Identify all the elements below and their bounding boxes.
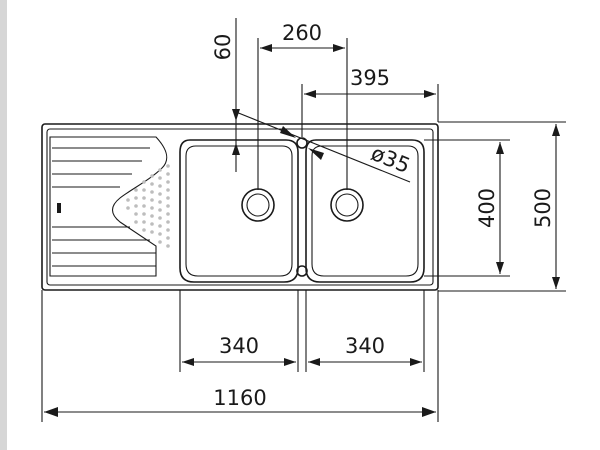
left-waste-outlet-inner bbox=[246, 193, 270, 217]
perforation-dot bbox=[158, 232, 162, 236]
drainer-mark bbox=[57, 203, 61, 213]
label-overall-depth: 500 bbox=[531, 188, 555, 228]
perforation-dot bbox=[150, 222, 154, 226]
top-dimensions bbox=[232, 18, 439, 190]
arrowhead bbox=[333, 44, 345, 52]
perforation-dot bbox=[158, 200, 162, 204]
perforation-dot bbox=[150, 174, 154, 178]
label-tap-to-edge: 395 bbox=[350, 66, 390, 90]
perforation-dot bbox=[158, 192, 162, 196]
right-bowl bbox=[305, 139, 425, 283]
perforation-dot bbox=[166, 172, 170, 176]
perforation-dot bbox=[150, 214, 154, 218]
drainer bbox=[49, 136, 170, 277]
arrowhead bbox=[552, 124, 560, 136]
label-bowl-depth: 400 bbox=[475, 188, 499, 228]
sink-inner-edge bbox=[46, 128, 434, 286]
sink-outline bbox=[41, 123, 439, 291]
overflow-hole bbox=[296, 265, 308, 277]
perforation-dot bbox=[142, 204, 146, 208]
arrowhead bbox=[424, 90, 436, 98]
perforation-dot bbox=[166, 244, 170, 248]
dimension-labels: 340 340 1160 260 395 ø35 60 400 500 bbox=[211, 21, 555, 410]
perforation-dot bbox=[166, 220, 170, 224]
arrowhead bbox=[232, 143, 240, 155]
left-bowl bbox=[179, 139, 299, 283]
perforation-dot bbox=[150, 182, 154, 186]
perforation-dot bbox=[150, 190, 154, 194]
arrowhead bbox=[182, 358, 194, 366]
perforation-dot bbox=[166, 180, 170, 184]
left-border-strip bbox=[0, 0, 7, 450]
arrowhead bbox=[260, 44, 272, 52]
perforation-dot bbox=[166, 236, 170, 240]
arrowhead bbox=[496, 262, 504, 274]
label-bowl-width-right: 340 bbox=[345, 334, 385, 358]
perforation-dot bbox=[142, 196, 146, 200]
perforation-dot bbox=[142, 188, 146, 192]
perforation-dot bbox=[134, 196, 138, 200]
perforation-dot bbox=[134, 188, 138, 192]
perforation-dot bbox=[126, 198, 130, 202]
perforation-dot bbox=[166, 204, 170, 208]
perforation-dot bbox=[126, 206, 130, 210]
perforation-dot bbox=[158, 216, 162, 220]
arrowhead bbox=[44, 407, 58, 417]
label-tap-offset: 260 bbox=[282, 21, 322, 45]
perforation-dot bbox=[134, 212, 138, 216]
arrowhead bbox=[280, 126, 296, 138]
drainer-perforations bbox=[126, 164, 170, 248]
perforation-dot bbox=[166, 228, 170, 232]
perforation-dot bbox=[142, 220, 146, 224]
perforation-dot bbox=[158, 184, 162, 188]
sink-outer-edge bbox=[41, 123, 439, 291]
perforation-dot bbox=[158, 168, 162, 172]
bottom-dimensions bbox=[41, 290, 439, 422]
arrowhead bbox=[552, 277, 560, 289]
perforation-dot bbox=[134, 220, 138, 224]
arrowhead bbox=[496, 142, 504, 154]
perforation-dot bbox=[158, 224, 162, 228]
leader-tap-hole bbox=[235, 111, 411, 183]
bowls bbox=[179, 137, 425, 283]
arrowhead bbox=[308, 358, 320, 366]
right-bowl-inner bbox=[311, 145, 419, 277]
perforation-dot bbox=[134, 204, 138, 208]
label-overall-length: 1160 bbox=[213, 386, 266, 410]
perforation-dot bbox=[166, 212, 170, 216]
perforation-dot bbox=[142, 228, 146, 232]
perforation-dot bbox=[158, 176, 162, 180]
arrowhead bbox=[410, 358, 422, 366]
perforation-dot bbox=[166, 188, 170, 192]
arrowhead bbox=[284, 358, 296, 366]
perforation-dot bbox=[150, 206, 154, 210]
perforation-dot bbox=[166, 196, 170, 200]
right-dimensions bbox=[424, 121, 566, 292]
label-bowl-width-left: 340 bbox=[219, 334, 259, 358]
perforation-dot bbox=[142, 180, 146, 184]
drainer-board bbox=[49, 136, 168, 277]
perforation-dot bbox=[142, 212, 146, 216]
perforation-dot bbox=[158, 208, 162, 212]
perforation-dot bbox=[150, 230, 154, 234]
left-bowl-inner bbox=[185, 145, 293, 277]
label-tap-setback: 60 bbox=[211, 34, 235, 61]
right-waste-outlet-inner bbox=[335, 193, 359, 217]
arrowhead bbox=[304, 90, 316, 98]
arrowhead bbox=[308, 148, 324, 160]
arrowhead bbox=[422, 407, 436, 417]
perforation-dot bbox=[158, 240, 162, 244]
perforation-dot bbox=[166, 164, 170, 168]
perforation-dot bbox=[150, 198, 154, 202]
arrowhead bbox=[232, 109, 240, 121]
